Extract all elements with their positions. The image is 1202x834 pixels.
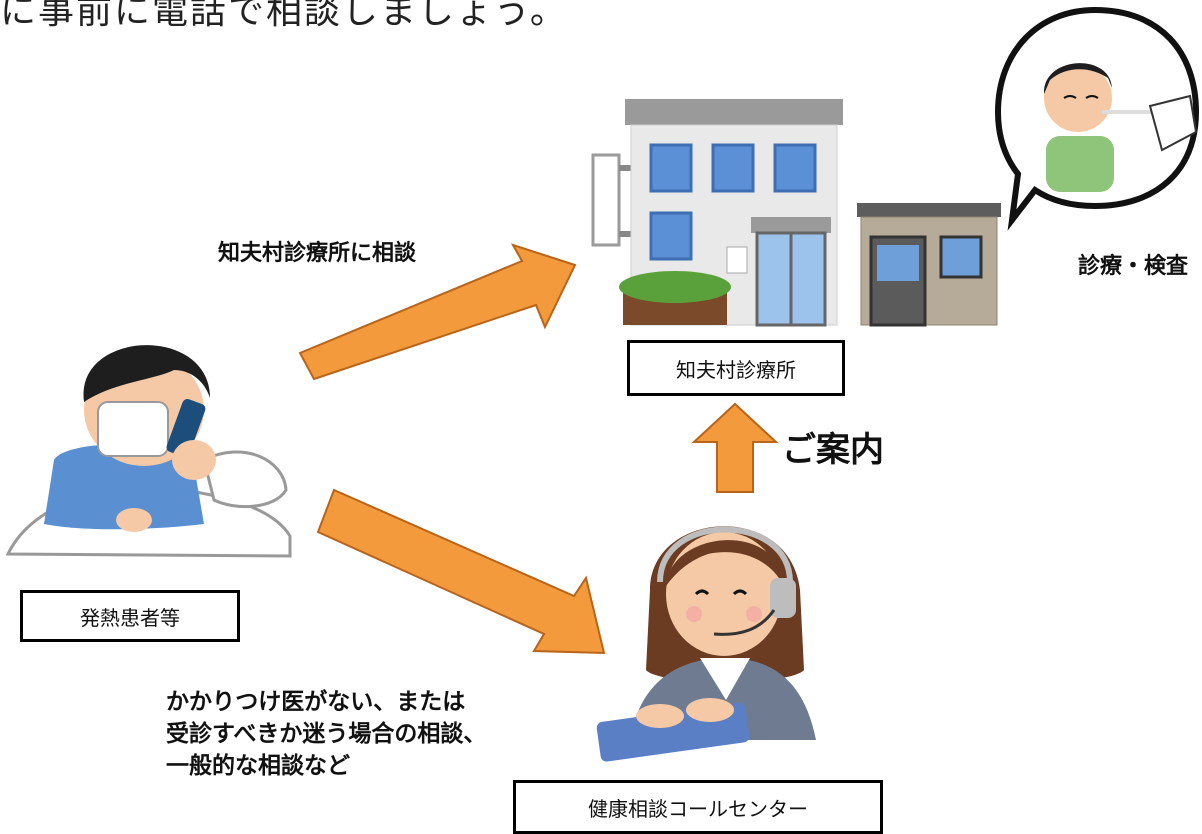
clinic-building-icon — [591, 99, 1001, 327]
nasal-swab-test-icon — [994, 6, 1200, 231]
arrow-to-clinic — [298, 243, 577, 381]
arrow-guide-up — [691, 402, 779, 493]
arrow-label-general-consult: かかりつけ医がない、または 受診すべきか迷う場合の相談、 一般的な相談など — [166, 686, 486, 782]
header-text: に事前に電話で相談しましょう。 — [0, 0, 568, 32]
call-center-operator-icon — [596, 526, 816, 762]
patient-label-box: 発熱患者等 — [20, 590, 240, 642]
clinic-label: 知夫村診療所 — [676, 357, 796, 382]
guide-label: ご案内 — [782, 430, 884, 470]
general-consult-line-3: 一般的な相談など — [166, 753, 350, 779]
general-consult-line-2: 受診すべきか迷う場合の相談、 — [166, 721, 487, 747]
arrow-label-consult-clinic: 知夫村診療所に相談 — [218, 241, 417, 266]
patient-label: 発熱患者等 — [80, 605, 180, 630]
general-consult-line-1: かかりつけ医がない、または — [166, 689, 466, 715]
sick-person-phone-icon — [5, 345, 292, 558]
arrow-to-call-center — [316, 488, 606, 655]
call-center-label-box: 健康相談コールセンター — [513, 780, 883, 834]
exam-label: 診療・検査 — [1078, 254, 1189, 279]
clinic-label-box: 知夫村診療所 — [627, 340, 845, 396]
call-center-label: 健康相談コールセンター — [588, 796, 808, 821]
